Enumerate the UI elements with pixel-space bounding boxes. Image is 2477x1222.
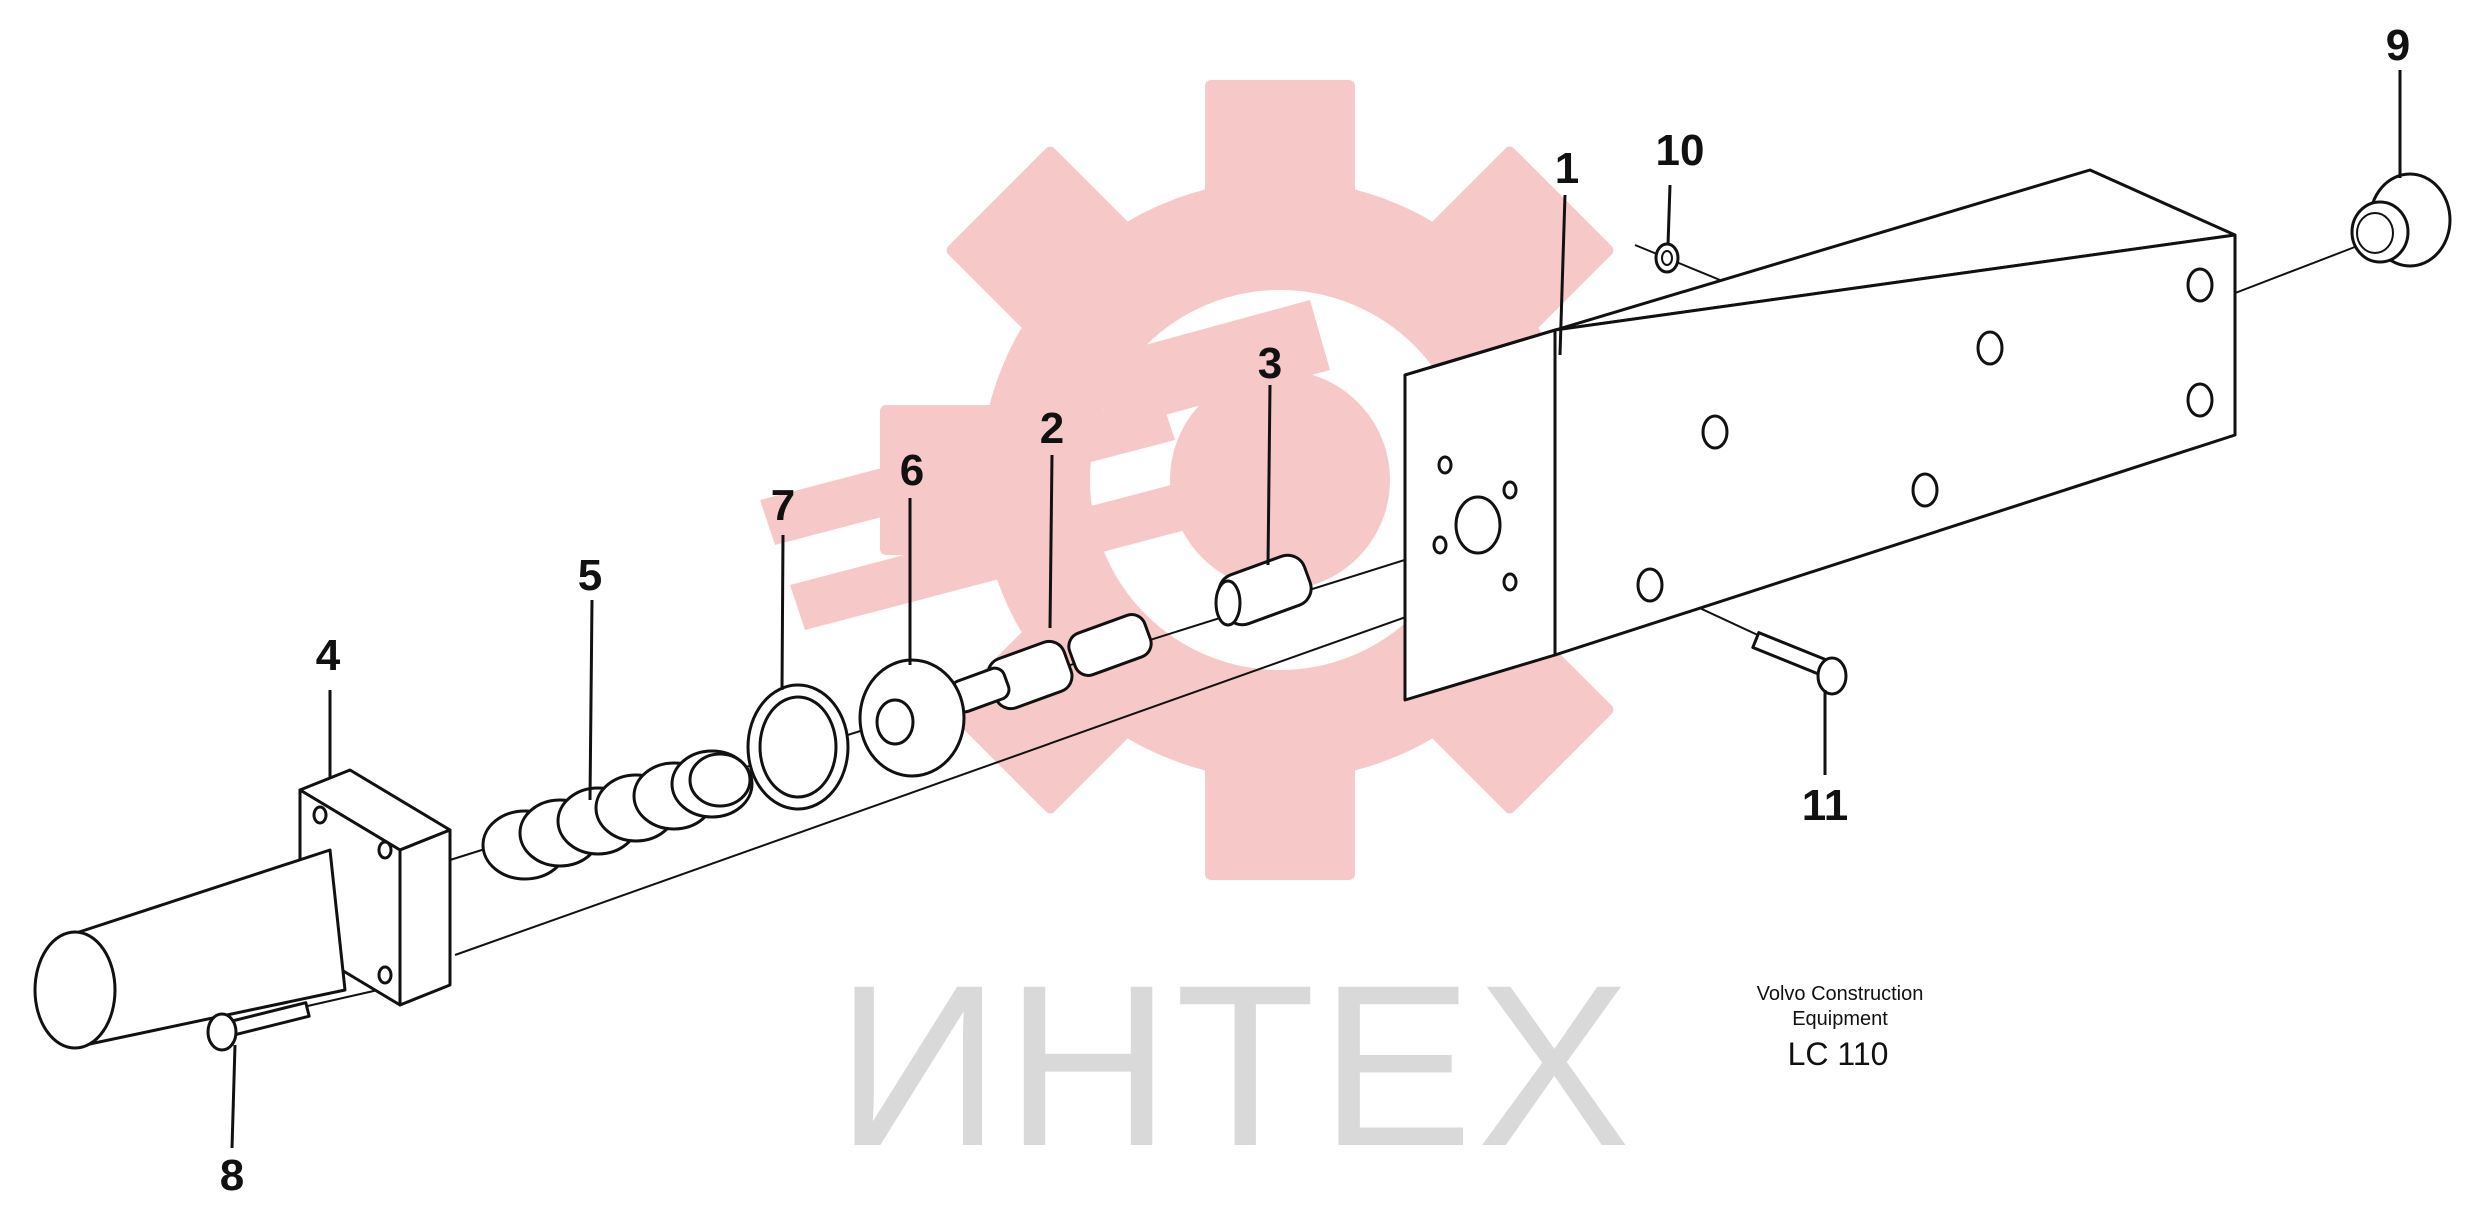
callout-6: 6 bbox=[900, 446, 924, 495]
spring bbox=[481, 749, 754, 881]
spool bbox=[949, 613, 1153, 714]
screw-cover bbox=[206, 1001, 311, 1052]
plunger bbox=[1214, 553, 1313, 627]
callout-3: 3 bbox=[1258, 339, 1282, 388]
caption-block: Volvo Construction Equipment LC 110 bbox=[1757, 983, 1924, 1072]
cover-cylinder bbox=[33, 768, 452, 1050]
plug bbox=[2350, 172, 2452, 268]
callout-8: 8 bbox=[220, 1151, 244, 1200]
callout-numbers: 1 2 3 4 5 6 7 8 9 10 11 bbox=[220, 21, 2410, 1200]
watermark-text: ИНТЕХ bbox=[836, 937, 1635, 1194]
o-ring-small bbox=[1654, 242, 1680, 274]
callout-1: 1 bbox=[1555, 144, 1579, 193]
callout-7: 7 bbox=[771, 481, 795, 530]
o-ring-large bbox=[746, 683, 850, 811]
callout-11: 11 bbox=[1802, 781, 1849, 830]
leader-lines bbox=[230, 70, 2402, 1149]
screw-housing bbox=[1751, 631, 1848, 696]
valve-housing-block bbox=[1403, 168, 2237, 702]
caption-model: LC 110 bbox=[1788, 1036, 1889, 1072]
caption-manufacturer-line2: Equipment bbox=[1792, 1008, 1888, 1030]
callout-2: 2 bbox=[1040, 404, 1064, 453]
callout-9: 9 bbox=[2386, 21, 2410, 70]
caption-manufacturer: Volvo Construction bbox=[1757, 983, 1924, 1005]
callout-10: 10 bbox=[1656, 126, 1705, 175]
callout-4: 4 bbox=[316, 631, 341, 680]
callout-5: 5 bbox=[578, 551, 602, 600]
washer bbox=[858, 658, 966, 778]
